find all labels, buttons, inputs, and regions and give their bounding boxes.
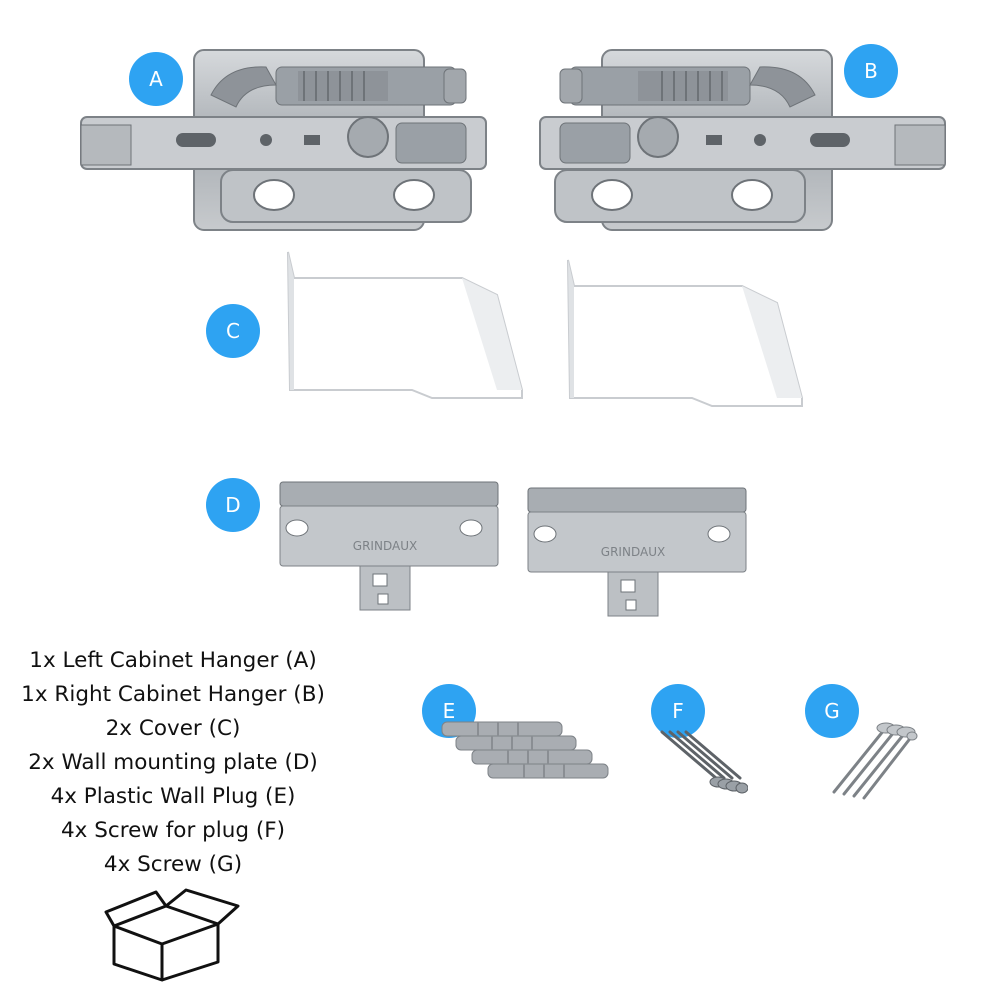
badge-a: A xyxy=(129,52,183,106)
plastic-wall-plugs-image xyxy=(438,718,618,798)
cover-right-image xyxy=(562,258,807,410)
list-item-right-hanger: 1x Right Cabinet Hanger (B) xyxy=(21,682,325,707)
plug-screws-image xyxy=(656,728,748,798)
brand-stamp-left: GRINDAUX xyxy=(353,539,417,553)
cover-left-image xyxy=(282,250,527,402)
screws-image xyxy=(826,716,918,800)
right-cabinet-hanger-image xyxy=(530,45,950,235)
left-cabinet-hanger-image xyxy=(76,45,496,235)
badge-c: C xyxy=(206,304,260,358)
list-item-left-hanger: 1x Left Cabinet Hanger (A) xyxy=(29,648,317,673)
wall-mounting-plate-left-image: GRINDAUX xyxy=(275,476,505,616)
brand-stamp-right: GRINDAUX xyxy=(601,545,665,559)
badge-f: F xyxy=(651,684,705,738)
list-item-plug-screw: 4x Screw for plug (F) xyxy=(61,818,285,843)
contents-list: 1x Left Cabinet Hanger (A) 1x Right Cabi… xyxy=(0,644,346,882)
list-item-cover: 2x Cover (C) xyxy=(105,716,241,741)
wall-mounting-plate-right-image: GRINDAUX xyxy=(523,482,753,622)
badge-g: G xyxy=(805,684,859,738)
list-item-screw: 4x Screw (G) xyxy=(103,852,243,877)
list-item-wall-plug: 4x Plastic Wall Plug (E) xyxy=(50,784,296,809)
badge-d: D xyxy=(206,478,260,532)
list-item-wall-plate: 2x Wall mounting plate (D) xyxy=(28,750,318,775)
badge-b: B xyxy=(844,44,898,98)
open-box-icon xyxy=(104,884,242,988)
